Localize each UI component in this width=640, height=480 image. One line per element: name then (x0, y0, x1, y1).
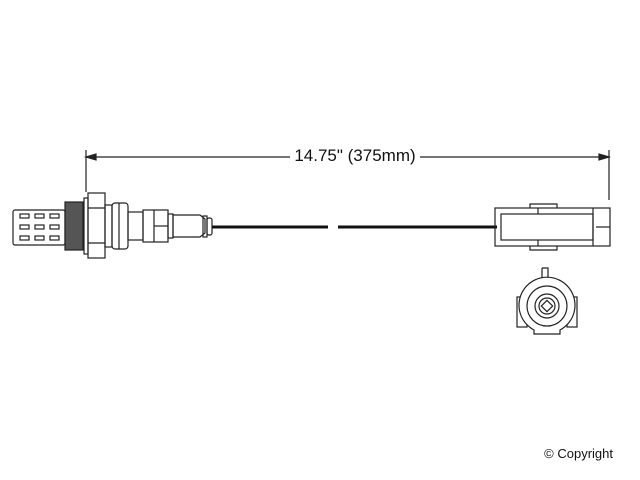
sensor-body (12, 192, 213, 259)
thread (64, 201, 84, 251)
copyright-text: © Copyright (544, 446, 613, 461)
dimension-label: 14.75" (375mm) (255, 146, 455, 166)
connector-end-view (516, 267, 578, 335)
connector-side-view (494, 203, 611, 251)
dimension-text: 14.75" (375mm) (290, 146, 420, 165)
